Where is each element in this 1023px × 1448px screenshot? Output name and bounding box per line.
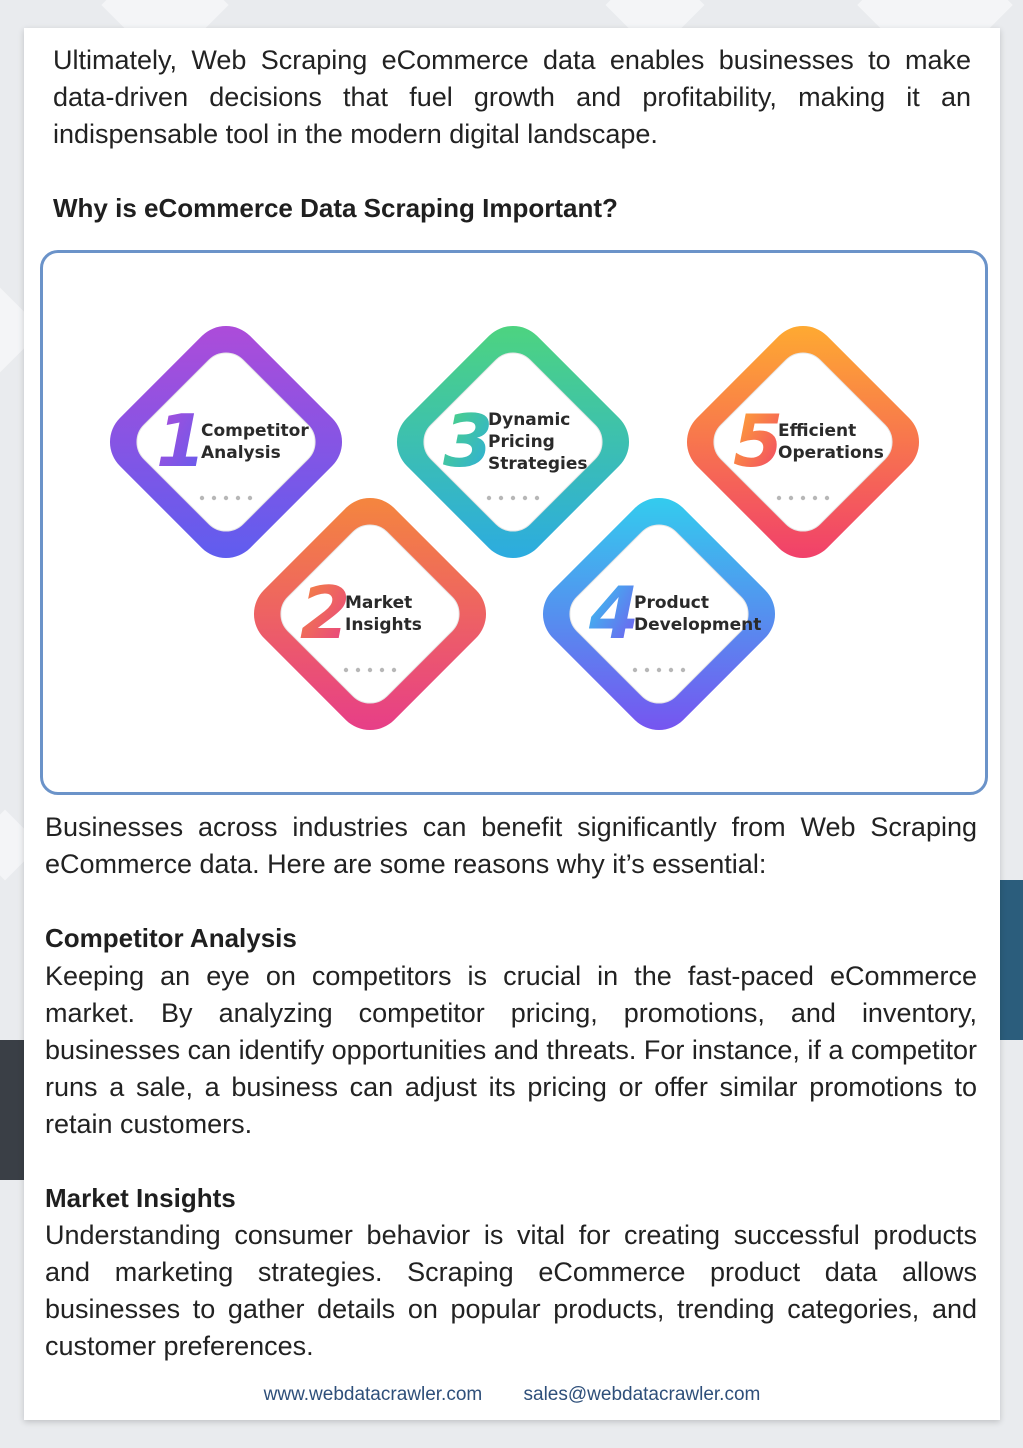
card-label: Dynamic (488, 410, 570, 430)
intro-paragraph: Ultimately, Web Scraping eCommerce data … (53, 45, 971, 149)
card-label: Insights (345, 615, 422, 635)
market-insights-heading: Market Insights (45, 1183, 236, 1213)
card-label: Pricing (488, 432, 555, 452)
card-label: Competitor (201, 421, 309, 441)
card-number: 1 (156, 399, 206, 483)
website-link[interactable]: www.webdatacrawler.com (263, 1384, 483, 1405)
card-label: Market (345, 593, 412, 613)
document-page: Ultimately, Web Scraping eCommerce data … (24, 28, 1000, 1420)
competitor-analysis-heading: Competitor Analysis (45, 923, 297, 953)
market-insights-text: Understanding consumer behavior is vital… (45, 1220, 977, 1361)
footer: www.webdatacrawler.com sales@webdatacraw… (24, 1384, 1000, 1406)
card-label: Efficient (778, 421, 856, 441)
section-heading: Why is eCommerce Data Scraping Important… (53, 193, 618, 223)
card-number: 3 (443, 399, 493, 483)
card-label: Strategies (488, 454, 588, 474)
card-label: Operations (778, 443, 884, 463)
body-intro-paragraph: Businesses across industries can benefit… (45, 812, 977, 879)
card-number: 2 (300, 571, 350, 655)
card-label: Development (634, 615, 761, 635)
competitor-analysis-text: Keeping an eye on competitors is crucial… (45, 961, 978, 1139)
card-number: 5 (733, 399, 783, 483)
email-link[interactable]: sales@webdatacrawler.com (523, 1384, 761, 1405)
card-number: 4 (588, 571, 639, 655)
infographic-diagram: 1CompetitorAnalysis2MarketInsights3Dynam… (109, 325, 920, 731)
card-label: Product (634, 593, 709, 613)
card-label: Analysis (201, 443, 281, 463)
